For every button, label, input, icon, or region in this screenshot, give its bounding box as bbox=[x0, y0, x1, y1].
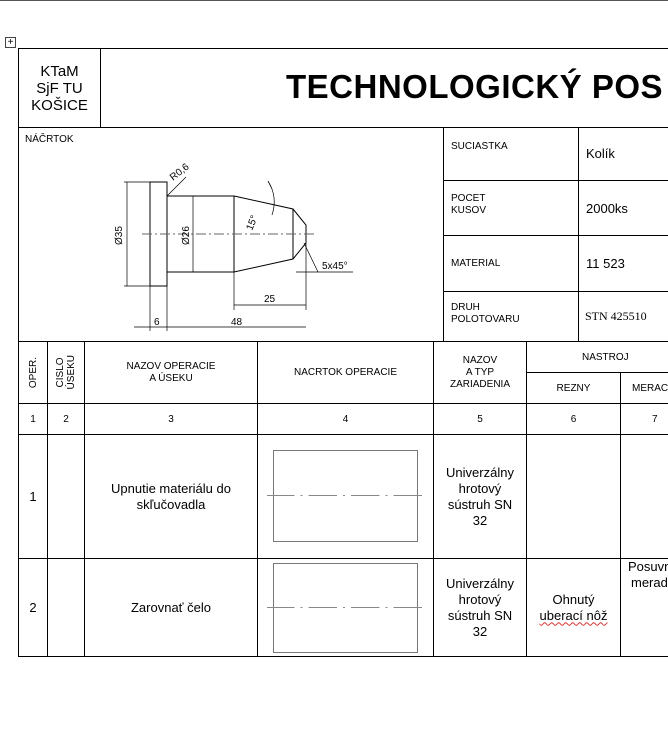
row-1-oper: 1 bbox=[29, 489, 37, 504]
row-2-oper: 2 bbox=[29, 600, 37, 615]
dim-length-25: 25 bbox=[264, 294, 276, 305]
rule bbox=[526, 372, 668, 373]
dim-angle: 15° bbox=[245, 214, 261, 232]
rule bbox=[257, 341, 258, 656]
col-number: 5 bbox=[477, 413, 483, 425]
rule bbox=[18, 48, 19, 656]
header-operation-name: NAZOV OPERACIE A ÚSEKU bbox=[126, 360, 216, 384]
header-oper: OPER. bbox=[27, 356, 39, 389]
part-drawing: R0,6 Ø35 Ø26 15° 5x45° 25 6 48 bbox=[114, 161, 353, 331]
row-2-sketch-centerline bbox=[267, 607, 422, 608]
logo-block: KTaM SjF TU KOŠICE bbox=[19, 49, 100, 127]
info-value-material: 11 523 bbox=[586, 255, 625, 271]
rule bbox=[18, 434, 668, 435]
table-move-handle-icon[interactable]: + bbox=[5, 37, 16, 48]
page-top-border bbox=[0, 0, 668, 1]
rule bbox=[443, 235, 668, 236]
rule bbox=[443, 180, 668, 181]
info-label-part: SUCIASTKA bbox=[451, 141, 508, 152]
dim-chamfer: 5x45° bbox=[322, 261, 348, 272]
row-2-operation-name: Zarovnať čelo bbox=[130, 600, 212, 615]
col-number: 7 bbox=[652, 413, 658, 425]
logo-line-3: KOŠICE bbox=[31, 96, 88, 114]
rule bbox=[433, 341, 434, 656]
col-number: 4 bbox=[342, 413, 349, 425]
rule bbox=[620, 372, 621, 656]
header-machine: NAZOV A TYP ZARIADENIA bbox=[449, 354, 510, 390]
rule bbox=[18, 341, 668, 342]
rule bbox=[443, 127, 444, 342]
angle-arc bbox=[267, 180, 275, 216]
row-1-sketch-centerline bbox=[267, 495, 422, 496]
rule bbox=[100, 48, 101, 127]
info-value-stock: STN 425510 bbox=[585, 308, 647, 323]
row-2-measuring-tool: Posuvn merad bbox=[628, 559, 668, 590]
rule bbox=[18, 558, 668, 559]
rule bbox=[47, 341, 48, 656]
rule bbox=[84, 341, 85, 656]
dim-length-48: 48 bbox=[231, 317, 243, 328]
radius-leader bbox=[166, 176, 187, 197]
row-2-operation-sketch bbox=[273, 563, 418, 653]
rule bbox=[18, 403, 668, 404]
info-label-material: MATERIAL bbox=[451, 257, 501, 269]
row-1-machine: Univerzálny hrotový sústruh SN 32 bbox=[446, 464, 514, 528]
dim-diameter-26: Ø26 bbox=[181, 226, 192, 245]
header-tool: NASTROJ bbox=[582, 351, 629, 363]
info-value-count: 2000ks bbox=[586, 200, 628, 216]
sketch-label: NÁČRTOK bbox=[25, 133, 74, 145]
document-title: TECHNOLOGICKÝ POS bbox=[286, 68, 664, 105]
dim-diameter-35: Ø35 bbox=[114, 226, 125, 245]
dim-length-6: 6 bbox=[154, 317, 160, 328]
col-number: 3 bbox=[168, 413, 174, 425]
rule bbox=[526, 341, 527, 656]
rule bbox=[18, 656, 668, 657]
col-number: 6 bbox=[570, 413, 577, 425]
header-cutting-tool: REZNY bbox=[556, 382, 591, 394]
row-1-operation-sketch bbox=[273, 450, 418, 542]
col-number: 2 bbox=[63, 413, 69, 425]
logo-line-1: KTaM bbox=[40, 62, 79, 80]
logo-line-2: SjF TU bbox=[36, 79, 83, 97]
rule bbox=[443, 291, 668, 292]
rule bbox=[18, 127, 668, 128]
dim-radius: R0,6 bbox=[168, 161, 192, 183]
row-2-machine: Univerzálny hrotový sústruh SN 32 bbox=[446, 575, 514, 639]
col-number: 1 bbox=[30, 413, 36, 425]
header-operation-sketch: NACRTOK OPERACIE bbox=[294, 367, 397, 378]
rule bbox=[578, 127, 579, 342]
rule bbox=[18, 48, 668, 49]
header-measuring-tool: MERAC bbox=[632, 382, 668, 394]
row-2-cutting-tool: Ohnutý uberací nôž bbox=[539, 591, 608, 623]
info-value-part: Kolík bbox=[586, 145, 615, 161]
info-label-stock: DRUH POLOTOVARU bbox=[451, 302, 520, 325]
info-label-count: POCET KUSOV bbox=[451, 193, 487, 216]
row-1-operation-name: Upnutie materiálu do skľučovadla bbox=[111, 480, 231, 512]
